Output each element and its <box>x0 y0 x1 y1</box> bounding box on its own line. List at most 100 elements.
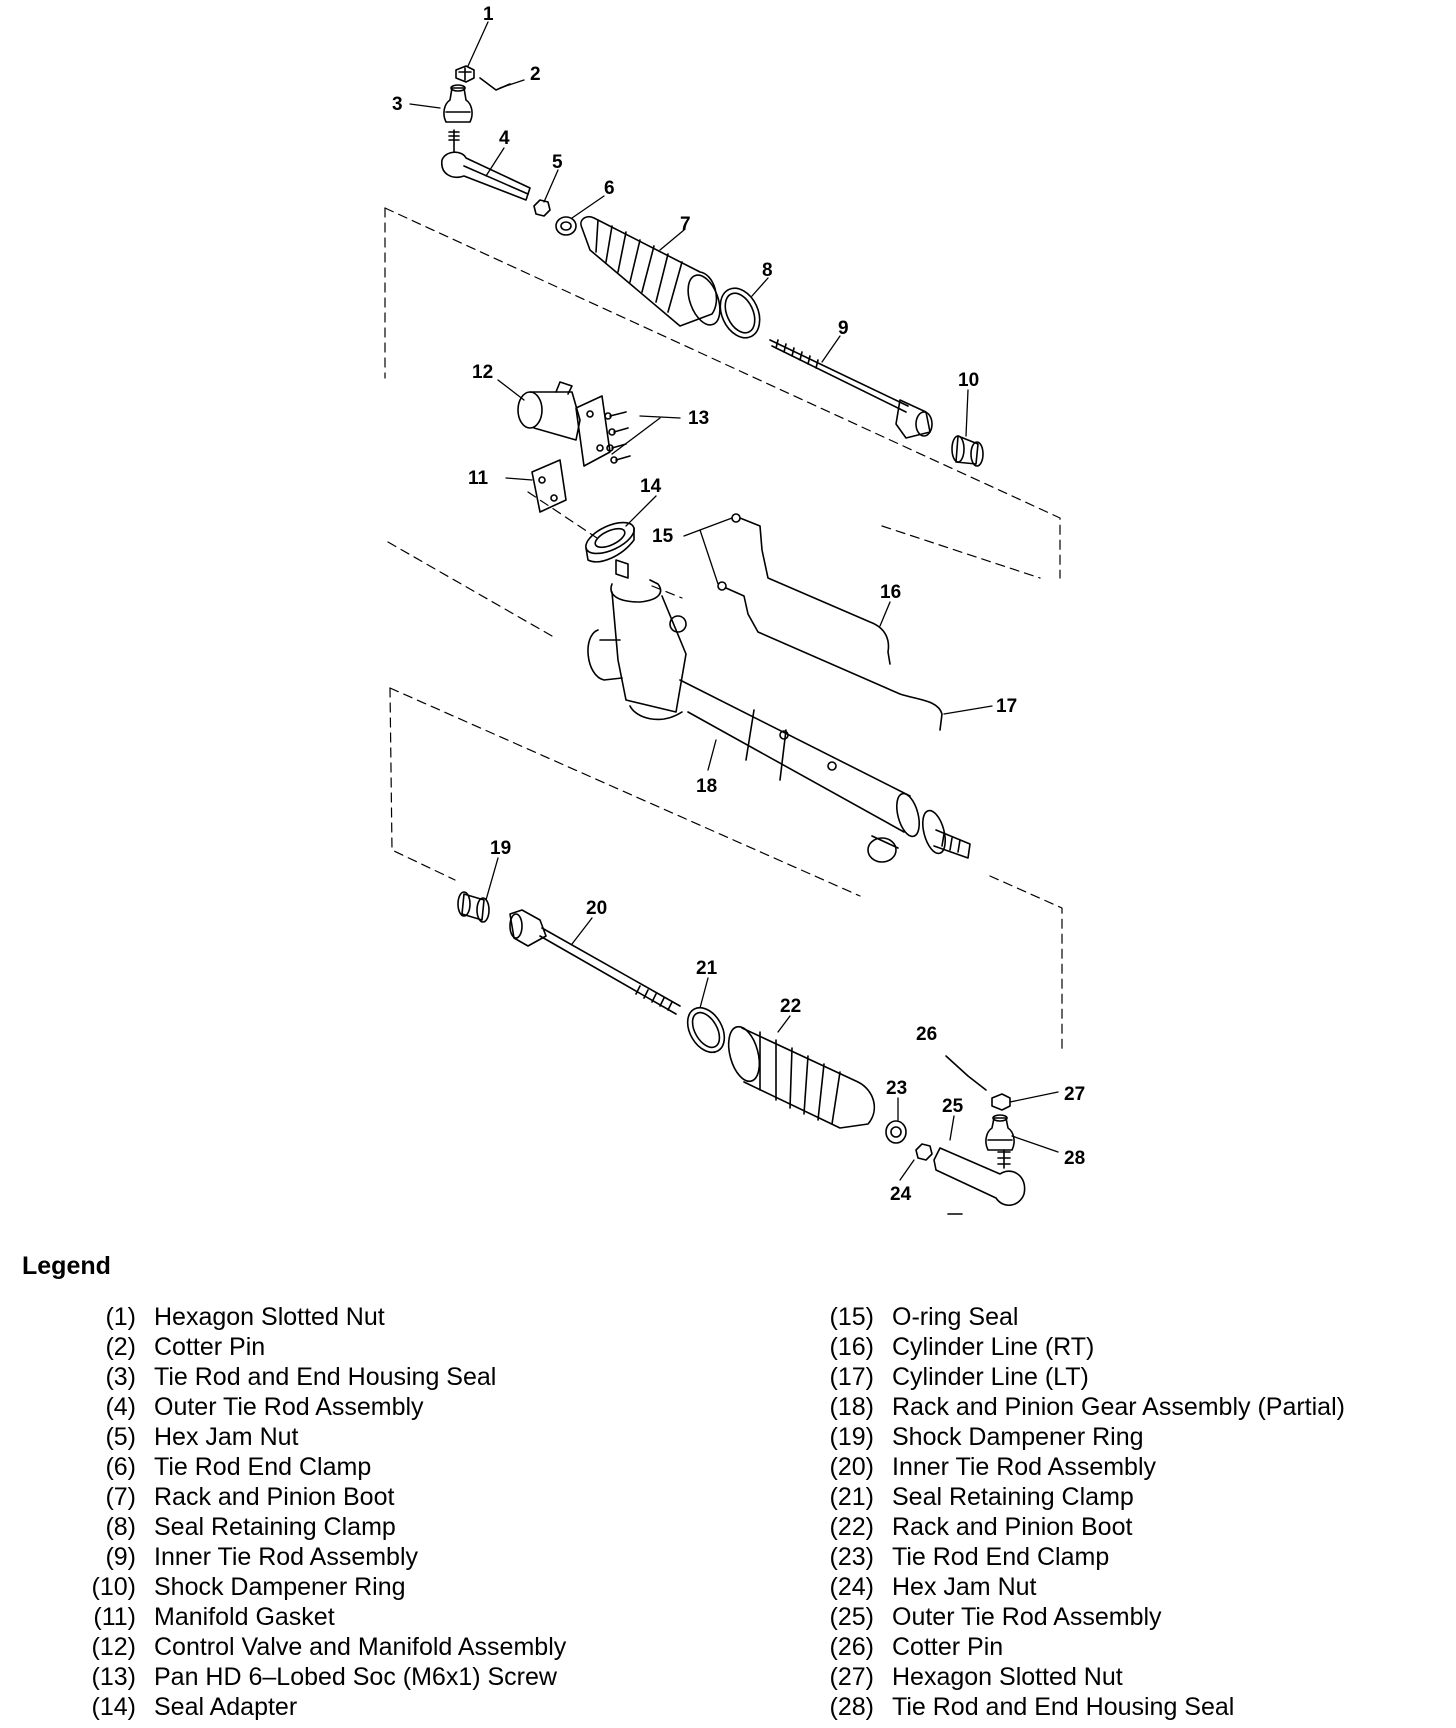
legend-item: (21) Seal Retaining Clamp <box>820 1482 1345 1512</box>
legend-item: (6)Tie Rod End Clamp <box>72 1452 566 1482</box>
callout-24: 24 <box>890 1184 912 1205</box>
legend-item: (7)Rack and Pinion Boot <box>72 1482 566 1512</box>
legend-item-name: Rack and Pinion Gear Assembly (Partial) <box>892 1393 1345 1421</box>
housing-seal-28 <box>985 1114 1015 1151</box>
legend-item-name: Seal Retaining Clamp <box>154 1513 396 1541</box>
control-valve-manifold-12 <box>517 381 611 467</box>
legend-item-number: (21) <box>829 1483 874 1511</box>
outer-tie-rod-25 <box>933 1147 1026 1215</box>
legend-item-name: Outer Tie Rod Assembly <box>892 1603 1162 1631</box>
seal-retaining-clamp-21 <box>686 1006 726 1054</box>
housing-seal-3 <box>443 84 473 123</box>
callout-6: 6 <box>604 178 615 199</box>
exploded-view-diagram: 1 2 3 4 5 6 7 8 9 10 11 12 13 14 15 16 1… <box>384 4 1085 1215</box>
cylinder-line-rt-16 <box>739 517 891 665</box>
legend-item: (28) Tie Rod and End Housing Seal <box>820 1692 1345 1722</box>
seal-retaining-clamp-8 <box>719 287 761 339</box>
legend-item-name: Inner Tie Rod Assembly <box>154 1543 419 1571</box>
callout-8: 8 <box>762 260 773 281</box>
legend-item: (20)Inner Tie Rod Assembly <box>820 1452 1345 1482</box>
legend-item-name: Hexagon Slotted Nut <box>892 1663 1123 1691</box>
legend-item-number: (9) <box>105 1543 136 1571</box>
outer-tie-rod-4 <box>441 129 531 201</box>
legend-item: (23) Tie Rod End Clamp <box>820 1542 1345 1572</box>
legend-item-number: (1) <box>105 1303 136 1331</box>
callout-25: 25 <box>942 1096 964 1117</box>
cotter-pin-2 <box>479 77 511 91</box>
cylinder-line-lt-17 <box>725 587 943 731</box>
legend-item: (4)Outer Tie Rod Assembly <box>72 1392 566 1422</box>
legend-item-name: Inner Tie Rod Assembly <box>892 1453 1157 1481</box>
legend-item-number: (10) <box>91 1573 136 1601</box>
legend-item: (19)Shock Dampener Ring <box>820 1422 1345 1452</box>
callout-18: 18 <box>696 776 717 797</box>
manifold-gasket-11 <box>531 459 567 513</box>
legend-item-number: (28) <box>829 1693 874 1721</box>
legend-item-number: (2) <box>105 1333 136 1361</box>
legend-item-number: (6) <box>105 1453 136 1481</box>
legend-item-number: (24) <box>829 1573 874 1601</box>
legend-item: (27) Hexagon Slotted Nut <box>820 1662 1345 1692</box>
tie-rod-end-clamp-6 <box>555 216 577 236</box>
legend-item-number: (7) <box>105 1483 136 1511</box>
legend-item-number: (14) <box>91 1693 136 1721</box>
callout-14: 14 <box>640 476 662 497</box>
legend-item-number: (27) <box>829 1663 874 1691</box>
legend-item-number: (25) <box>829 1603 874 1631</box>
legend-item: (12)Control Valve and Manifold Assembly <box>72 1632 567 1662</box>
callout-22: 22 <box>780 996 801 1017</box>
legend-item-name: Cylinder Line (LT) <box>892 1363 1089 1391</box>
legend-item-name: Cotter Pin <box>892 1633 1004 1661</box>
callout-3: 3 <box>392 94 403 115</box>
legend-item: (15) O-ring Seal <box>820 1302 1345 1332</box>
legend-item: (26)Cotter Pin <box>820 1632 1345 1662</box>
callout-16: 16 <box>880 582 901 603</box>
callout-5: 5 <box>552 152 563 173</box>
callout-20: 20 <box>586 898 607 919</box>
legend-item: (11)Manifold Gasket <box>72 1602 566 1632</box>
callout-labels: 1 2 3 4 5 6 7 8 9 10 11 12 13 14 15 16 1… <box>392 4 1085 1205</box>
callout-27: 27 <box>1064 1084 1085 1105</box>
callout-10: 10 <box>958 370 979 391</box>
legend-right-column: (15) O-ring Seal (16) Cylinder Line (RT) (… <box>820 1302 1345 1722</box>
legend-item: (24) Hex Jam Nut <box>820 1572 1345 1602</box>
o-ring-seals-15 <box>717 513 741 591</box>
rack-pinion-gear-18 <box>587 559 971 863</box>
legend-item-name: Tie Rod End Clamp <box>892 1543 1110 1571</box>
legend-item-name: Manifold Gasket <box>154 1603 335 1631</box>
callout-13: 13 <box>688 408 709 429</box>
legend-item-number: (15) <box>829 1303 874 1331</box>
callout-19: 19 <box>490 838 511 859</box>
screws-13 <box>604 411 631 464</box>
legend-item-name: Control Valve and Manifold Assembly <box>154 1633 567 1661</box>
legend-item-name: Seal Adapter <box>154 1693 298 1721</box>
callout-4: 4 <box>499 128 510 149</box>
hex-jam-nut-5 <box>533 199 551 217</box>
legend-item-name: Cylinder Line (RT) <box>892 1333 1095 1361</box>
legend-item: (22)Rack and Pinion Boot <box>820 1512 1345 1542</box>
legend-item-name: Tie Rod and End Housing Seal <box>892 1693 1235 1721</box>
shock-dampener-ring-10 <box>951 435 984 467</box>
callout-1: 1 <box>483 4 494 25</box>
legend-item: (10)Shock Dampener Ring <box>72 1572 566 1602</box>
callout-28: 28 <box>1064 1148 1085 1169</box>
legend-item-name: Hex Jam Nut <box>892 1573 1037 1601</box>
tie-rod-end-clamp-23 <box>885 1120 907 1144</box>
legend-item: (25) Outer Tie Rod Assembly <box>820 1602 1345 1632</box>
hexagon-slotted-nut-1 <box>455 65 475 83</box>
legend-item-name: O-ring Seal <box>892 1303 1019 1331</box>
legend-item: (1)Hexagon Slotted Nut <box>72 1302 566 1332</box>
legend-item-name: Hex Jam Nut <box>154 1423 299 1451</box>
legend-item-name: Seal Retaining Clamp <box>892 1483 1134 1511</box>
legend-item-name: Outer Tie Rod Assembly <box>154 1393 424 1421</box>
callout-leader-lines <box>409 21 1059 1181</box>
rack-pinion-boot-22 <box>727 1025 876 1129</box>
cotter-pin-26 <box>945 1055 987 1091</box>
legend-item: (13)Pan HD 6–Lobed Soc (M6x1) Screw <box>72 1662 566 1692</box>
legend-item: (17)Cylinder Line (LT) <box>820 1362 1345 1392</box>
callout-21: 21 <box>696 958 718 979</box>
legend-item-number: (23) <box>829 1543 874 1571</box>
legend-item-number: (16) <box>829 1333 874 1361</box>
callout-17: 17 <box>996 696 1017 717</box>
legend-item-number: (18) <box>829 1393 874 1421</box>
